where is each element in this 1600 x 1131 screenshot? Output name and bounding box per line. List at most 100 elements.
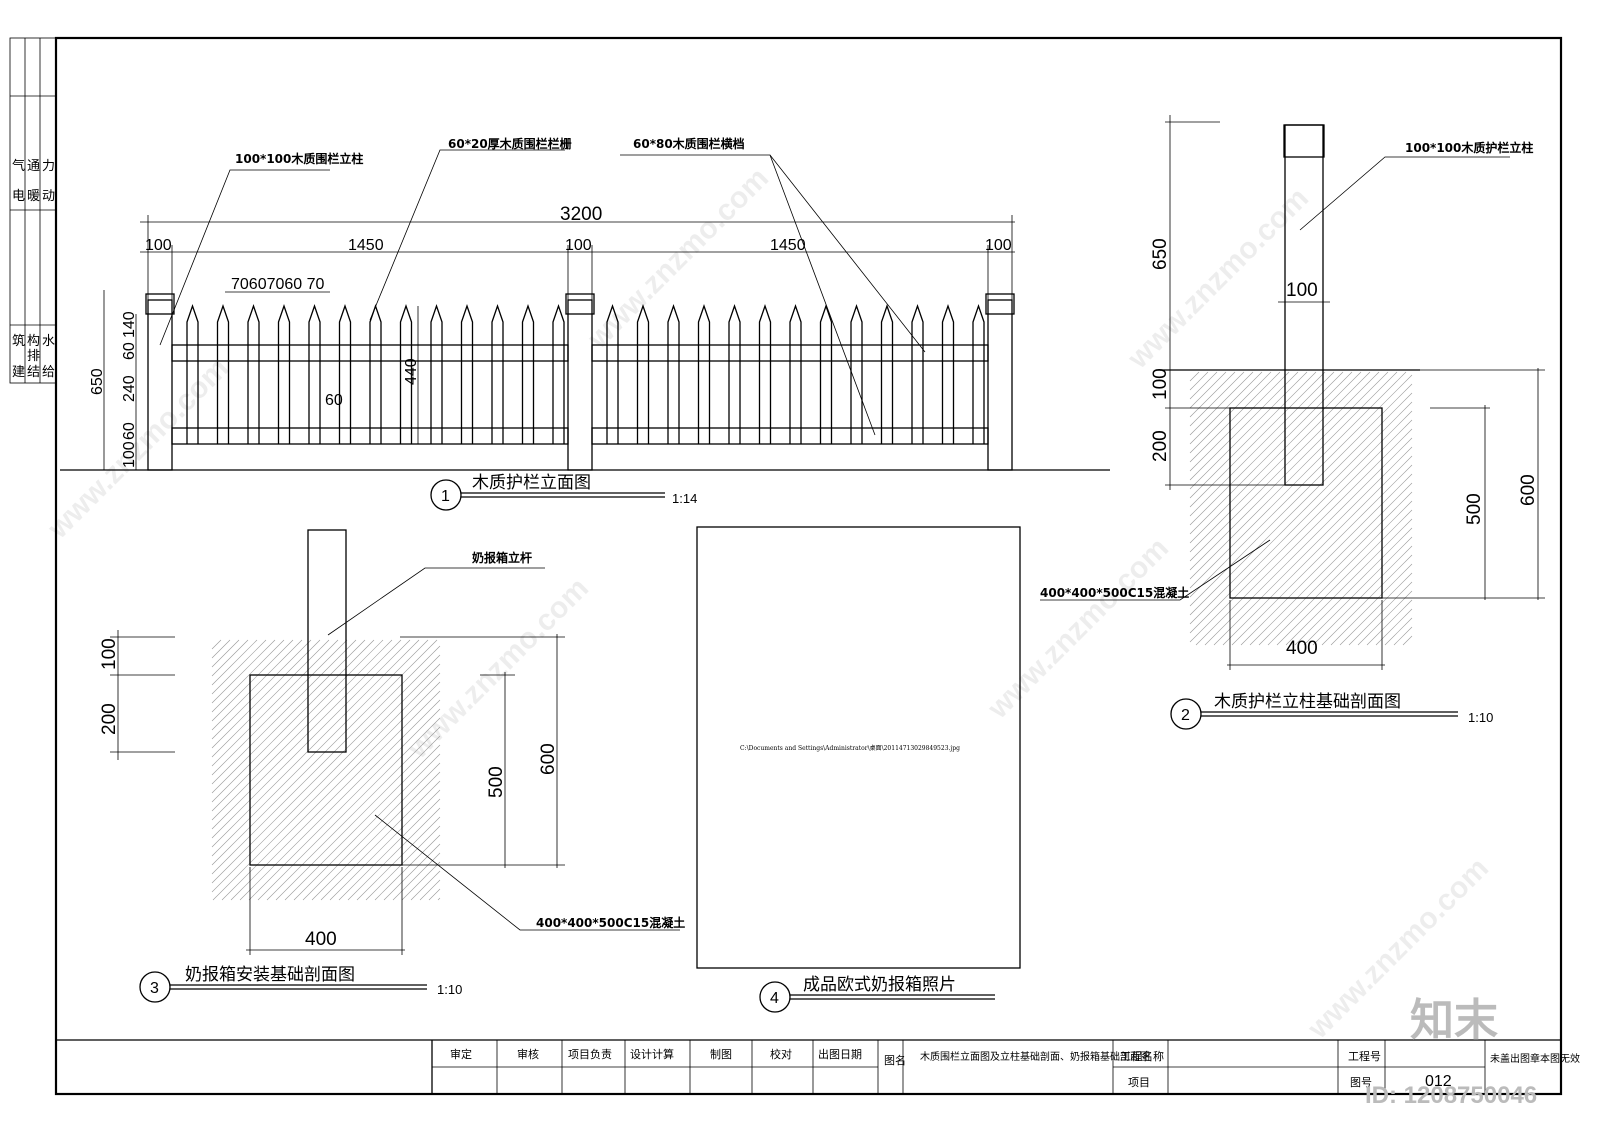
hatch-line	[211, 639, 294, 722]
soil-hatch	[211, 639, 441, 901]
hatch-line	[329, 789, 441, 901]
dim-picket-height: 440	[403, 358, 420, 385]
hatch-line	[437, 897, 441, 901]
hatch-line	[211, 639, 303, 731]
fence-picket	[399, 304, 413, 444]
hatch-line	[1312, 545, 1413, 646]
tb-header: 审定	[450, 1047, 472, 1061]
label-rail: 60*80木质围栏横档	[633, 136, 745, 151]
post-foundation-section: 650 100 200 100 500 600 400 100*100木质护栏立…	[1040, 115, 1545, 730]
fence-picket	[430, 304, 443, 444]
fence-picket	[941, 304, 955, 444]
hatch-line	[293, 753, 441, 901]
fence-picket	[697, 304, 711, 444]
image-id: ID: 1208750046	[1365, 1082, 1537, 1109]
dim-height: 600	[1518, 474, 1539, 506]
hatch-line	[347, 807, 441, 901]
hatch-line	[211, 639, 240, 668]
hatch-line	[211, 639, 312, 740]
side-label: 水	[42, 334, 55, 349]
hatch-line	[383, 843, 441, 901]
hatch-line	[1249, 482, 1413, 646]
dim-picket-spacing: 70607060 70	[231, 276, 325, 293]
hatch-line	[1393, 626, 1413, 646]
hatch-line	[1189, 371, 1254, 436]
fence-picket	[667, 304, 680, 444]
side-label: 通	[27, 159, 40, 174]
hatch-line	[419, 879, 441, 901]
hatch-line	[302, 762, 441, 901]
hatch-line	[1189, 371, 1218, 400]
dim-post-width: 100	[985, 237, 1012, 254]
fence-picket	[308, 304, 321, 444]
dim-height: 600	[538, 743, 559, 775]
dim-height: 100	[121, 441, 138, 468]
hatch-line	[1222, 455, 1413, 646]
drawing-number: 1	[441, 488, 450, 505]
dim-height: 100	[1150, 368, 1171, 400]
tb-drawing-no-label: 图号	[1350, 1076, 1372, 1089]
hatch-line	[248, 708, 441, 901]
hatch-line	[211, 639, 420, 848]
sheet-border	[54, 36, 1563, 1096]
hatch-line	[1276, 509, 1413, 646]
hatch-line	[221, 681, 441, 901]
hatch-line	[1189, 374, 1413, 598]
label-picket: 60*20厚木质围栏栏栅	[448, 136, 572, 151]
hatch-line	[211, 639, 393, 821]
hatch-line	[1189, 371, 1389, 571]
drawing-title: 木质护栏立面图	[472, 473, 591, 493]
dim-span-width: 1450	[348, 237, 384, 254]
tb-header: 审核	[517, 1047, 539, 1061]
hatch-line	[211, 639, 231, 659]
hatch-line	[1366, 599, 1413, 646]
hatch-line	[1384, 617, 1413, 646]
hatch-line	[211, 639, 222, 650]
hatch-line	[401, 861, 441, 901]
brand-logo: 知末	[1410, 995, 1498, 1046]
fence-picket	[758, 304, 772, 444]
side-label: 电	[12, 189, 25, 204]
hatch-line	[1189, 392, 1413, 616]
hatch-line	[1204, 437, 1413, 646]
fence-picket	[277, 304, 291, 444]
hatch-line	[1189, 383, 1413, 607]
hatch-line	[1189, 371, 1335, 517]
drawing-title: 奶报箱安装基础剖面图	[185, 965, 355, 985]
hatch-line	[311, 771, 441, 901]
fence-post	[147, 299, 173, 471]
label-post: 奶报箱立杆	[472, 550, 532, 565]
dim-footing-width: 400	[305, 929, 337, 950]
hatch-line	[428, 888, 441, 901]
hatch-line	[211, 663, 441, 893]
tb-drawing-name-label: 图名	[884, 1053, 906, 1067]
fence-picket	[521, 304, 535, 444]
drawing-number: 2	[1181, 707, 1190, 724]
fence-picket	[728, 304, 741, 444]
hatch-line	[374, 834, 441, 901]
dim-height: 200	[99, 703, 120, 735]
side-label: 筑	[12, 333, 25, 349]
fence-picket	[636, 304, 650, 444]
side-label: 给	[42, 365, 55, 380]
photo-frame	[696, 526, 1021, 969]
hatch-line	[211, 639, 357, 785]
concrete-footing	[249, 674, 403, 866]
wood-post	[1284, 124, 1324, 486]
fence-picket	[338, 304, 352, 444]
dim-height: 60	[121, 422, 138, 440]
fence-picket	[880, 304, 894, 444]
side-label: 结	[27, 365, 40, 380]
hatch-line	[1189, 371, 1317, 499]
fence-picket	[819, 304, 833, 444]
hatch-line	[211, 639, 429, 857]
hatch-line	[1189, 401, 1413, 625]
post-cap	[1283, 124, 1325, 158]
hatch-line	[1189, 371, 1209, 391]
hatch-line	[1189, 371, 1398, 580]
watermark-layer: www.znzmo.com www.znzmo.com www.znzmo.co…	[41, 162, 1495, 1046]
watermark-text: www.znzmo.com	[401, 572, 595, 766]
fence-picket	[491, 304, 504, 444]
hatch-line	[1189, 371, 1362, 544]
side-label: 建	[12, 365, 25, 380]
